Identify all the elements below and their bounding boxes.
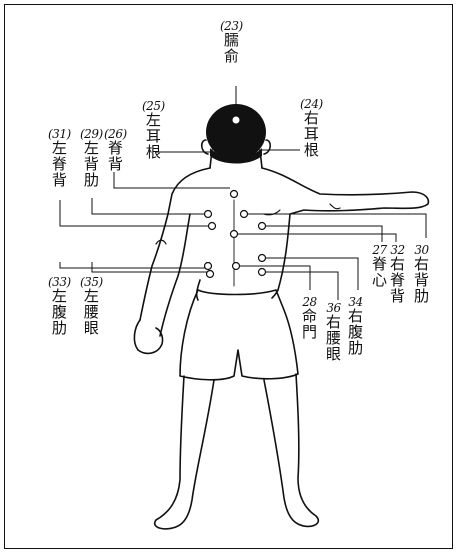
label-24-number: (24) [300,97,323,111]
label-31-number: (31) [48,127,71,141]
label-24-text: 右耳根 [303,109,319,159]
label-34-number: 34 [348,295,363,309]
label-23-text: 臑俞 [223,31,239,65]
label-30-number: 30 [414,243,429,257]
waist-right [271,289,279,299]
label-23: (23) 臑俞 [220,20,243,65]
left-hand [133,319,164,355]
label-36-number: 36 [326,301,341,315]
label-28: 28 命門 [302,296,317,341]
label-31: (31) 左脊背 [48,128,71,189]
label-24: (24) 右耳根 [300,98,323,159]
label-33-number: (33) [48,275,71,289]
head [206,104,266,160]
label-30: 30 右背肋 [414,244,429,305]
label-29-number: (29) [80,127,103,141]
label-32-number: 32 [390,243,405,257]
point-35 [205,269,215,279]
shorts-outline [179,289,299,381]
label-27: 27 脊心 [372,244,387,289]
point-27 [229,229,239,239]
label-25-text: 左耳根 [145,111,161,161]
point-28 [231,261,241,271]
label-25: (25) 左耳根 [142,100,165,161]
label-36-text: 右腰眼 [326,313,342,363]
point-26 [229,189,239,199]
label-28-text: 命門 [302,307,318,341]
label-29: (29) 左背肋 [80,128,103,189]
point-31 [207,221,217,231]
label-26-text: 脊背 [107,139,123,173]
label-31-text: 左脊背 [51,139,67,189]
diagram-frame [4,4,453,549]
label-30-text: 右背肋 [414,255,430,305]
label-36: 36 右腰眼 [326,302,341,363]
label-27-text: 脊心 [372,255,388,289]
label-34-text: 右腹肋 [348,307,364,357]
label-35: (35) 左腰眼 [80,276,103,337]
label-33: (33) 左腹肋 [48,276,71,337]
label-28-number: 28 [302,295,317,309]
label-32-text: 右脊背 [390,255,406,305]
label-26: (26) 脊背 [104,128,127,173]
label-35-number: (35) [80,275,103,289]
point-30 [239,209,249,219]
label-23-number: (23) [220,19,243,33]
label-35-text: 左腰眼 [83,287,99,337]
left-leg [153,375,215,530]
left-arm-outline [159,213,191,337]
torso-outline [139,167,211,321]
point-33 [203,261,213,271]
label-29-text: 左背肋 [83,139,99,189]
label-34: 34 右腹肋 [348,296,363,357]
label-33-text: 左腹肋 [51,287,67,337]
point-29 [203,209,213,219]
label-26-number: (26) [104,127,127,141]
right-leg [263,373,320,528]
point-36 [257,267,267,277]
label-32: 32 右脊背 [390,244,405,305]
label-25-number: (25) [142,99,165,113]
label-27-number: 27 [372,243,387,257]
point-34 [257,253,267,263]
point-32 [257,221,267,231]
